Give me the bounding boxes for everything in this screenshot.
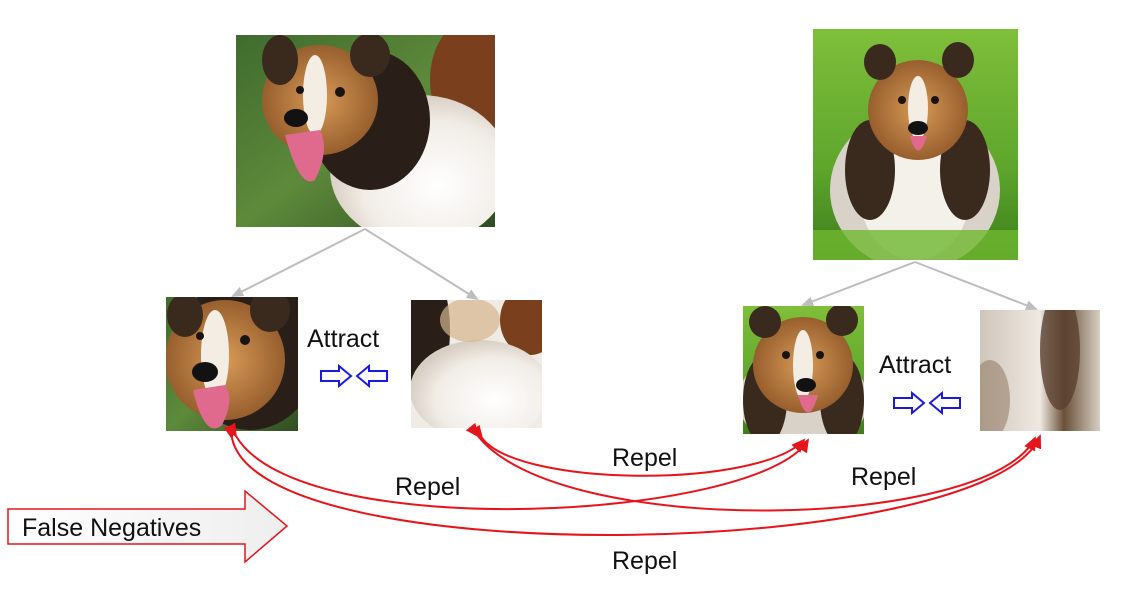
attract-label-left: Attract (307, 325, 379, 353)
collie-photo (813, 29, 1018, 260)
repel-arrow-fur-to-collie-face (469, 424, 806, 477)
attract-label-right: Attract (879, 351, 951, 379)
sheltie-face-crop (166, 297, 298, 431)
false-negatives-arrow: False Negatives (7, 489, 289, 564)
collie-face-crop (743, 306, 864, 434)
repel-arrows (223, 422, 1042, 536)
repel-arrow-fur-to-collie-fur (465, 422, 1036, 512)
false-negatives-label: False Negatives (22, 514, 201, 542)
augmentation-arrows (231, 228, 1038, 311)
repel-arrow-sheltie-face-to-collie-face (224, 422, 810, 511)
repel-label-2: Repel (395, 473, 460, 501)
repel-label-1: Repel (612, 444, 677, 472)
sheltie-photo (236, 35, 495, 227)
collie-fur-crop (980, 310, 1100, 431)
attract-arrows-left (320, 363, 388, 389)
attract-arrows-right (893, 390, 961, 416)
repel-label-4: Repel (612, 547, 677, 575)
repel-label-3: Repel (851, 463, 916, 491)
sheltie-fur-crop (411, 300, 542, 428)
repel-arrow-sheltie-face-to-collie-fur (223, 425, 1042, 536)
